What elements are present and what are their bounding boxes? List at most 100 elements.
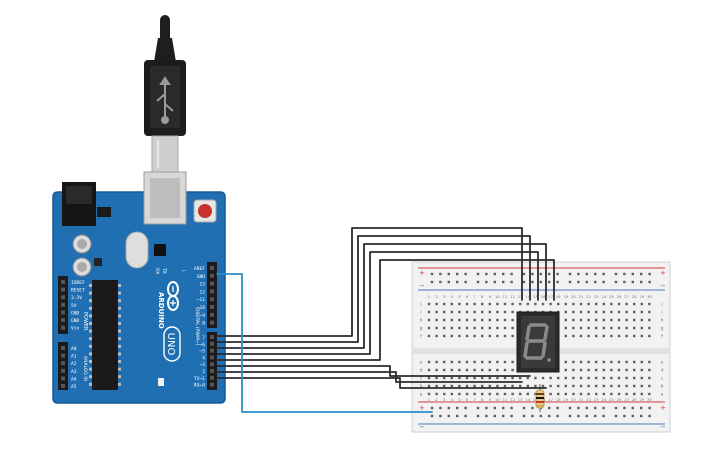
column-label-top-13: 13: [518, 294, 523, 299]
column-label-bottom-1: 1: [428, 397, 431, 402]
column-label-bottom-8: 8: [481, 397, 484, 402]
column-label-bottom-11: 11: [503, 397, 508, 402]
wire-pin1[interactable]: [216, 371, 523, 383]
column-label-bottom-5: 5: [458, 397, 461, 402]
digital-pin-label-top-6: ~9: [199, 313, 205, 319]
power-pin-label-1: RESET: [71, 288, 85, 294]
column-label-bottom-26: 26: [617, 397, 622, 402]
wire-pin5[interactable]: [216, 243, 547, 349]
row-label-right-e: e: [661, 361, 664, 366]
column-label-bottom-4: 4: [451, 397, 454, 402]
bottom-plus-sign-right: +: [660, 404, 666, 412]
wire-pin2[interactable]: [216, 365, 531, 377]
digit-segments: [523, 323, 549, 360]
column-label-top-24: 24: [601, 294, 606, 299]
column-label-top-16: 16: [541, 294, 546, 299]
power-pin-label-5: GND: [71, 318, 80, 324]
reset-button-cap[interactable]: [198, 204, 212, 218]
wire-pin3[interactable]: [216, 259, 555, 361]
column-label-top-12: 12: [510, 294, 515, 299]
row-label-left-a: a: [420, 393, 423, 398]
digital-pin-label-top-2: 13: [199, 282, 205, 288]
row-label-left-f: f: [420, 334, 422, 340]
column-label-top-26: 26: [617, 294, 622, 299]
row-label-right-i: i: [661, 310, 662, 316]
top-minus-sign-right: −: [660, 282, 666, 290]
wire-pin4[interactable]: [216, 251, 539, 355]
column-label-top-14: 14: [525, 294, 530, 299]
column-label-top-30: 30: [647, 294, 652, 299]
column-label-top-15: 15: [533, 294, 538, 299]
column-label-bottom-18: 18: [556, 397, 561, 402]
digital-pin-label-bottom-1: ~6: [199, 342, 205, 348]
column-label-top-20: 20: [571, 294, 576, 299]
column-label-top-2: 2: [435, 294, 438, 299]
wire-pin6[interactable]: [216, 235, 531, 343]
column-label-top-18: 18: [556, 294, 561, 299]
row-label-right-a: a: [661, 393, 664, 398]
analog-header: [58, 342, 68, 390]
column-label-bottom-14: 14: [525, 397, 530, 402]
column-label-bottom-7: 7: [473, 397, 476, 402]
uno-model-text: UNO: [165, 333, 176, 356]
column-label-top-19: 19: [563, 294, 568, 299]
row-label-right-b: b: [661, 384, 664, 390]
column-label-top-1: 1: [428, 294, 431, 299]
digital-header-lower: [207, 332, 217, 390]
crystal-oscillator: [125, 231, 149, 269]
row-label-left-d: d: [420, 368, 423, 374]
column-label-top-21: 21: [579, 294, 584, 299]
digital-pin-label-bottom-7: RX←0: [194, 383, 205, 389]
column-label-top-9: 9: [489, 294, 492, 299]
row-label-left-e: e: [420, 361, 423, 366]
wire-gnd[interactable]: [216, 273, 433, 413]
column-label-bottom-21: 21: [579, 397, 584, 402]
row-label-left-h: h: [420, 318, 423, 324]
digital-pin-label-bottom-4: ~3: [199, 362, 205, 368]
arduino-infinity-logo: [167, 281, 179, 311]
decimal-point: [547, 358, 551, 362]
seven-segment-display[interactable]: 8: [0, 0, 560, 373]
column-label-bottom-30: 30: [647, 397, 652, 402]
column-label-bottom-27: 27: [624, 397, 629, 402]
column-label-bottom-6: 6: [466, 397, 469, 402]
row-label-right-f: f: [661, 334, 663, 340]
row-label-right-c: c: [661, 377, 664, 382]
top-plus-sign-right: +: [660, 269, 666, 277]
analog-in-label: ANALOG IN: [82, 356, 88, 381]
analog-pin-label-5: A5: [71, 384, 77, 390]
power-pin-label-6: Vin: [71, 326, 80, 332]
column-label-top-29: 29: [639, 294, 644, 299]
wire-pin0[interactable]: [216, 377, 547, 389]
digital-pin-label-top-4: ~11: [197, 297, 206, 303]
column-label-top-8: 8: [481, 294, 484, 299]
digital-pin-label-bottom-0: 7: [202, 335, 205, 341]
usb-cable[interactable]: [144, 15, 186, 173]
power-pin-label-4: GND: [71, 310, 80, 316]
column-label-top-3: 3: [443, 294, 446, 299]
row-label-left-j: j: [419, 302, 421, 308]
display-digit-value: 8: [0, 0, 1, 1]
arduino-logo-text: ARDUINO: [157, 292, 165, 329]
analog-pin-label-0: A0: [71, 346, 77, 352]
digital-pin-label-top-3: 12: [199, 289, 205, 295]
column-label-bottom-20: 20: [571, 397, 576, 402]
digital-pin-label-bottom-5: 2: [202, 369, 205, 375]
analog-pin-label-2: A2: [71, 361, 77, 367]
digital-pin-label-bottom-2: ~5: [199, 349, 205, 355]
column-label-top-10: 10: [495, 294, 500, 299]
row-label-right-d: d: [661, 368, 664, 374]
digital-label: DIGITAL (PWM~): [194, 308, 200, 346]
rx-label: RX: [154, 268, 160, 274]
column-label-bottom-24: 24: [601, 397, 606, 402]
row-label-right-h: h: [661, 318, 664, 324]
column-label-top-28: 28: [632, 294, 637, 299]
column-label-top-6: 6: [466, 294, 469, 299]
column-label-bottom-3: 3: [443, 397, 446, 402]
l-led-label: L: [180, 270, 186, 273]
row-label-right-j: j: [660, 302, 662, 308]
row-label-left-g: g: [420, 327, 423, 332]
